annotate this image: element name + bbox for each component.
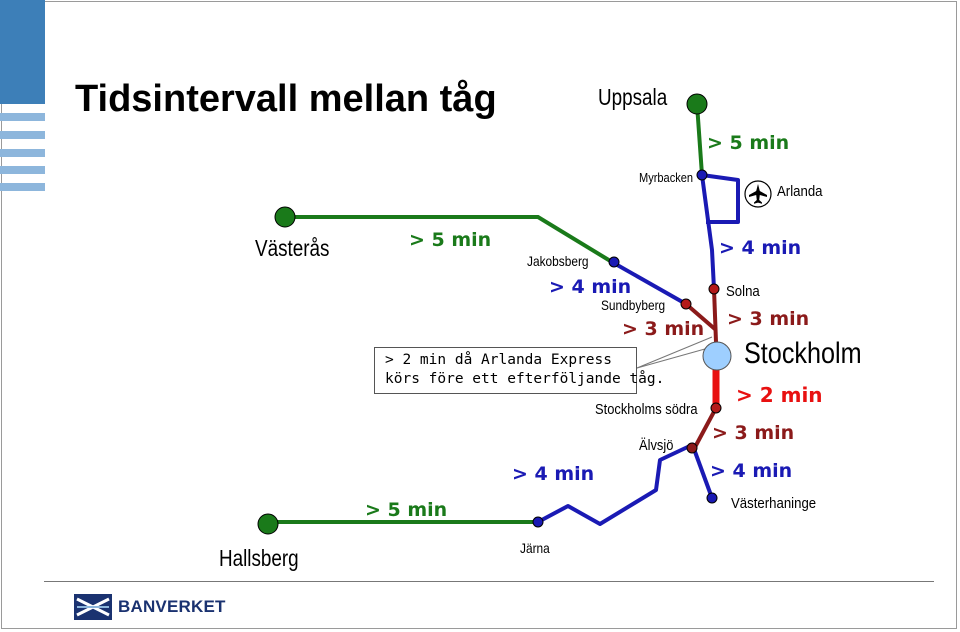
interval-sodra-alvsjo: > 3 min [712, 422, 795, 444]
label-myrbacken: Myrbacken [639, 170, 694, 185]
sidebar-decoration [0, 0, 45, 191]
interval-uppsala-myrbacken: > 5 min [707, 132, 790, 154]
interval-stockholm-sodra: > 2 min [736, 383, 823, 407]
node-solna [708, 283, 720, 295]
interval-arlanda-solna: > 4 min [719, 237, 802, 259]
line-uppsala-myrbacken [695, 102, 704, 177]
page-title: Tidsintervall mellan tåg [75, 78, 497, 120]
label-alvsjo: Älvsjö [639, 437, 674, 454]
label-solna: Solna [726, 283, 760, 300]
line-arlanda-loop [701, 173, 740, 224]
node-uppsala [686, 93, 708, 115]
banverket-logo-text: BANVERKET [118, 597, 226, 616]
interval-hallsberg-jarna: > 5 min [365, 499, 448, 521]
node-jakobsberg [608, 256, 620, 268]
label-stockholm: Stockholm [744, 337, 862, 370]
line-jakobsberg-sundbyberg [611, 260, 687, 306]
label-uppsala: Uppsala [598, 84, 668, 110]
interval-alvsjo-vasterhaninge: > 4 min [710, 460, 793, 482]
banverket-logo-mark [74, 594, 112, 620]
node-hallsberg [257, 513, 279, 535]
label-jarna: Järna [520, 540, 550, 556]
interval-sundbyberg-stockholm: > 3 min [622, 318, 705, 340]
label-arlanda: Arlanda [777, 183, 823, 200]
node-alvsjo [686, 442, 698, 454]
node-stockholm [702, 341, 732, 371]
blue-lines [537, 173, 740, 526]
label-jakobsberg: Jakobsberg [527, 253, 589, 269]
node-vasteras [274, 206, 296, 228]
label-sundbyberg: Sundbyberg [601, 297, 666, 313]
green-lines [266, 102, 704, 524]
line-jarna-alvsjo [537, 442, 695, 526]
line-sundbyberg-stockholm [684, 302, 718, 332]
station-nodes [257, 93, 732, 535]
interval-vasteras-jakobsberg: > 5 min [409, 229, 492, 251]
line-vasteras-jakobsberg [283, 215, 614, 264]
airplane-icon [744, 180, 772, 208]
label-stockholms-sodra: Stockholms södra [595, 401, 698, 418]
line-myrbacken-solna [700, 174, 716, 290]
interval-solna-stockholm: > 3 min [727, 308, 810, 330]
footer-divider [44, 581, 934, 582]
note-pointer [636, 336, 713, 369]
node-stockholms-sodra [710, 402, 722, 414]
line-alvsjo-vasterhaninge [692, 448, 714, 499]
label-vasteras: Västerås [255, 235, 330, 261]
line-solna-stockholm [712, 288, 718, 343]
label-vasterhaninge: Västerhaninge [731, 495, 817, 512]
node-myrbacken [696, 169, 708, 181]
node-jarna [532, 516, 544, 528]
node-vasterhaninge [706, 492, 718, 504]
note-line-2: körs före ett efterföljande tåg. [385, 371, 665, 387]
label-hallsberg: Hallsberg [219, 545, 299, 571]
darkred-lines [684, 288, 718, 450]
node-sundbyberg [680, 298, 692, 310]
note-line-1: > 2 min då Arlanda Express [385, 352, 612, 368]
interval-jarna-alvsjo: > 4 min [512, 463, 595, 485]
interval-jakobsberg-sundbyberg: > 4 min [549, 276, 632, 298]
line-sodra-alvsjo [692, 407, 718, 450]
arlanda-express-note: > 2 min då Arlanda Express körs före ett… [374, 347, 665, 394]
